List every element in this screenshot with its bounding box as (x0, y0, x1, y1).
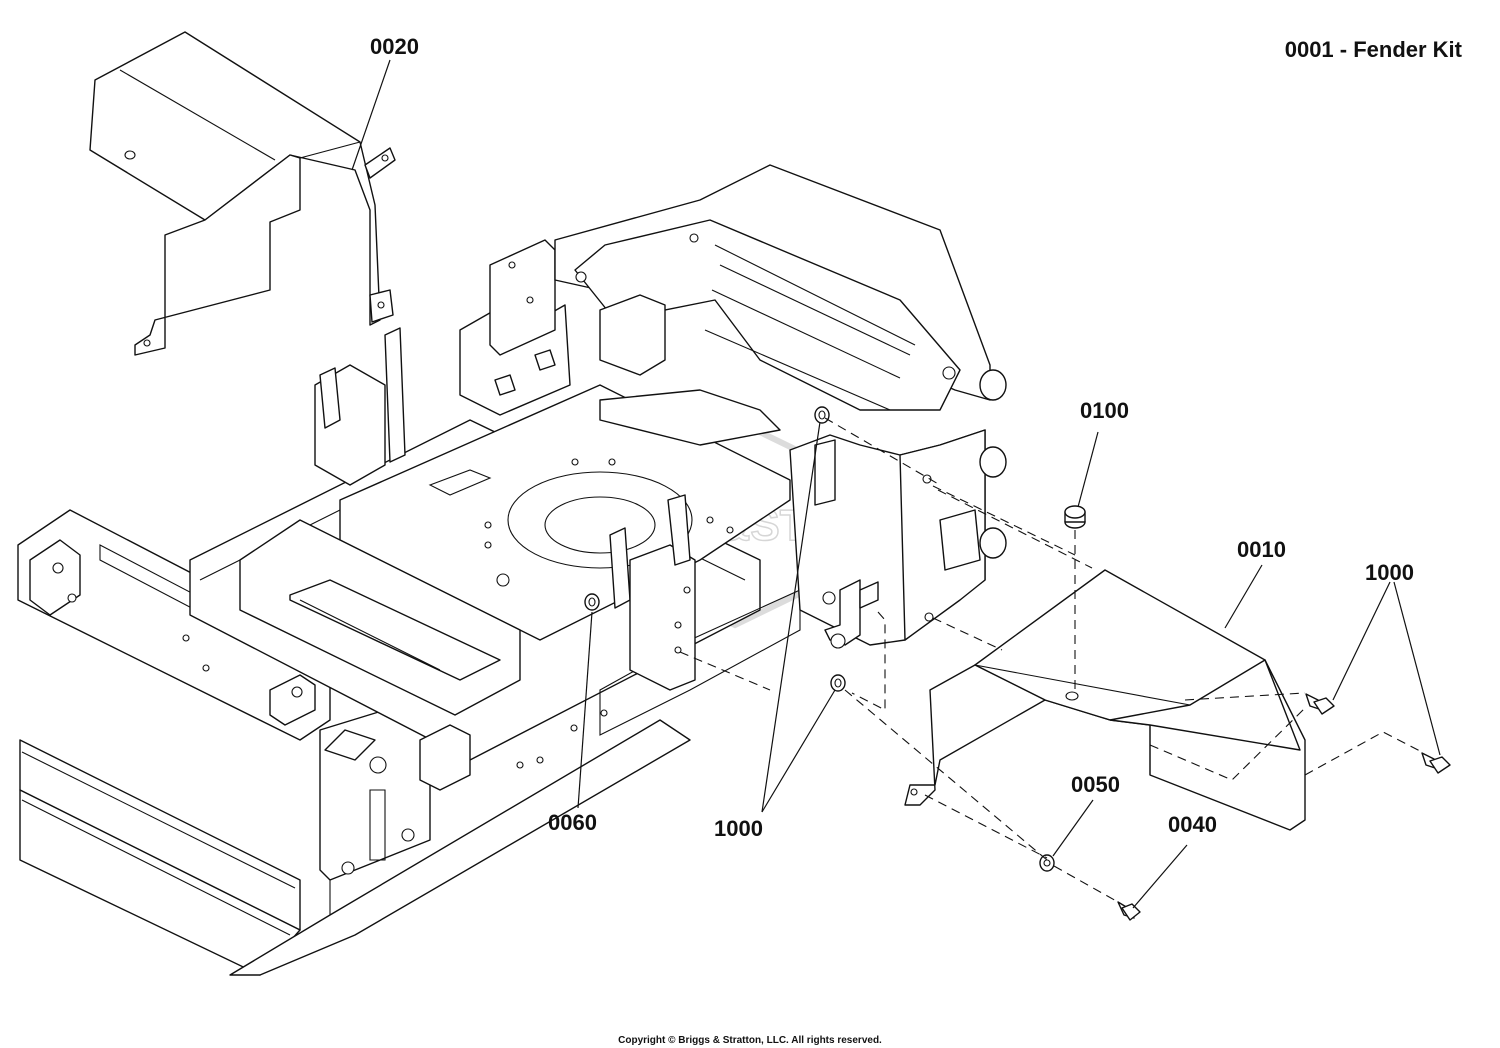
callout-0010: 0010 (1237, 537, 1286, 562)
part-0050-washer (1039, 854, 1055, 872)
diagram-title: 0001 - Fender Kit (1285, 37, 1463, 62)
part-0060-nut (584, 593, 600, 611)
part-1000-bolt-lower (1421, 752, 1451, 774)
chassis-front-frame (17, 509, 431, 881)
part-1000-bolt-upper (1305, 693, 1335, 715)
callout-0040: 0040 (1168, 812, 1217, 837)
callout-0060: 0060 (548, 810, 597, 835)
chassis-left-rail (19, 719, 691, 976)
assembly-dashed-lines (679, 417, 1423, 903)
chassis-left-uprights (314, 239, 571, 486)
copyright-notice: Copyright © Briggs & Stratton, LLC. All … (618, 1035, 882, 1046)
hardware-fasteners (584, 406, 1451, 921)
part-1000-nut-lower (830, 674, 846, 692)
part-0010-right-fender (904, 569, 1306, 831)
part-0020-left-fender (89, 31, 396, 356)
chassis-right-frame (609, 369, 1007, 691)
part-1000-nut-upper (814, 406, 830, 424)
part-0100-grommet (1064, 505, 1086, 529)
leader-lines (351, 59, 1441, 909)
callout-1000-center: 1000 (714, 816, 763, 841)
callout-0100: 0100 (1080, 398, 1129, 423)
callout-0050: 0050 (1071, 772, 1120, 797)
part-0040-bolt (1117, 901, 1141, 921)
chassis-deck (189, 384, 801, 791)
callout-1000-right: 1000 (1365, 560, 1414, 585)
chassis-rear-body (554, 164, 991, 446)
callout-0020: 0020 (370, 34, 419, 59)
